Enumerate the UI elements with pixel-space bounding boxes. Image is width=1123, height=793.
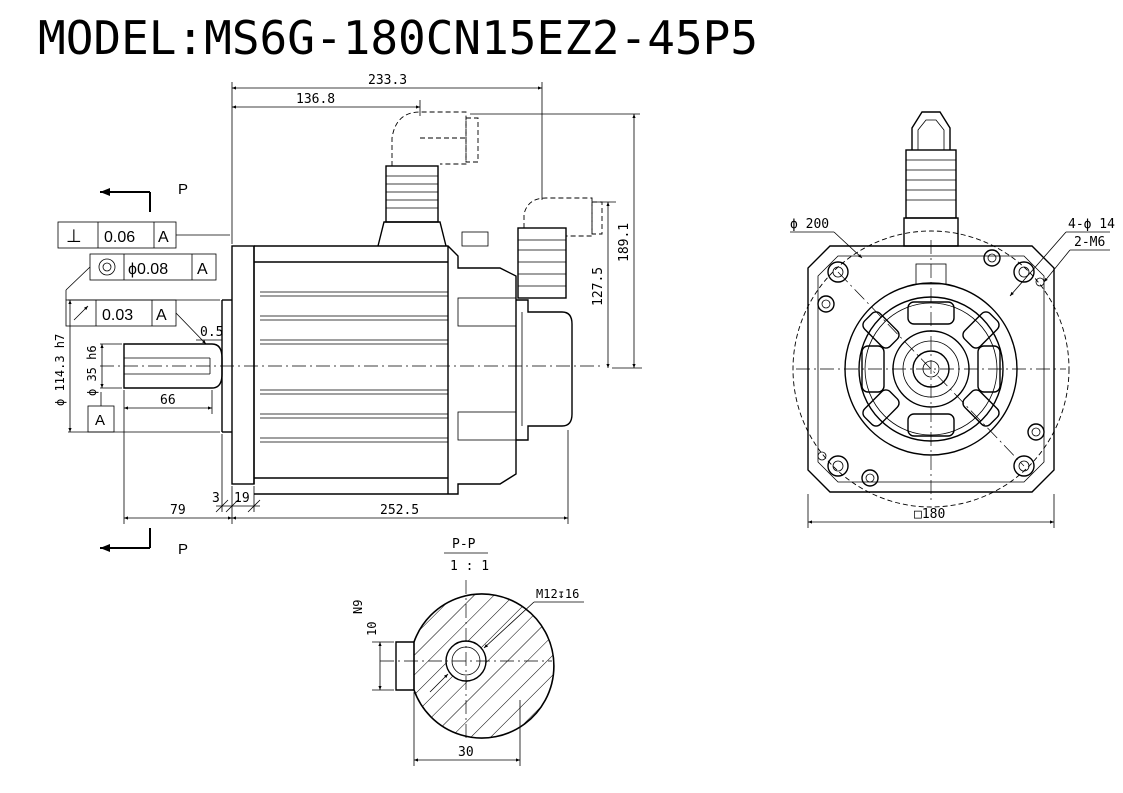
dim-66: 66 [160, 393, 176, 408]
datum-label: A [95, 412, 105, 429]
dim-233: 233.3 [368, 73, 407, 88]
terminal-box [377, 221, 447, 247]
section-marker-top: P [100, 181, 188, 212]
encoder-connector [517, 197, 603, 299]
section-key: N9 [351, 600, 365, 614]
section-scale: 1 : 1 [450, 559, 489, 574]
section-marker-bottom: P [100, 528, 188, 558]
svg-text:P: P [178, 541, 188, 558]
dim-19: 19 [234, 491, 250, 506]
tolerance-concentricity: ϕ0.08 A [65, 253, 217, 300]
power-connector [385, 111, 479, 223]
dim-3: 3 [212, 491, 220, 506]
section-thread: M12↧16 [536, 587, 579, 601]
svg-text:A: A [156, 307, 167, 324]
dim-05: 0.5 [200, 325, 223, 340]
svg-text:⊥: ⊥ [66, 226, 82, 246]
svg-text:A: A [158, 229, 169, 246]
dim-dia35: ϕ 35 h6 [85, 345, 99, 396]
section-title: P-P [452, 537, 476, 552]
dim-127: 127.5 [591, 267, 606, 306]
side-view: 233.3 136.8 189.1 127.5 252.5 79 3 19 [53, 73, 642, 558]
front-view: ϕ 200 4-ϕ 14 2-M6 □180 [790, 111, 1115, 528]
front-square: □180 [914, 507, 945, 522]
dim-189: 189.1 [617, 223, 632, 262]
front-threads: 2-M6 [1074, 235, 1105, 250]
connector-front [905, 149, 957, 219]
svg-text:ϕ0.08: ϕ0.08 [128, 261, 168, 278]
svg-text:0.03: 0.03 [102, 307, 133, 324]
motor-body [254, 245, 517, 495]
svg-text:0.06: 0.06 [104, 229, 135, 246]
front-holes: 4-ϕ 14 [1068, 217, 1115, 232]
section-d10: 10 [365, 622, 379, 636]
dim-79: 79 [170, 503, 186, 518]
front-dia200: ϕ 200 [790, 217, 829, 232]
shaft [123, 343, 223, 389]
dim-dia114: ϕ 114.3 h7 [53, 334, 67, 406]
flange-square [807, 245, 1055, 493]
tolerance-runout: 0.03 A [65, 299, 207, 345]
model-title: MODEL:MS6G-180CN15EZ2-45P5 [38, 11, 758, 65]
flange [231, 245, 255, 485]
svg-text:A: A [197, 261, 208, 278]
pcd-circle [792, 230, 1070, 508]
svg-text:P: P [178, 181, 188, 198]
dim-252: 252.5 [380, 503, 419, 518]
dim-136: 136.8 [296, 92, 335, 107]
encoder-cover [516, 299, 573, 441]
section-view: P-P 1 : 1 M12↧16 N9 10 30 [351, 537, 584, 766]
section-d30: 30 [458, 745, 474, 760]
tolerance-perpendicularity: ⊥ 0.06 A [57, 221, 230, 249]
